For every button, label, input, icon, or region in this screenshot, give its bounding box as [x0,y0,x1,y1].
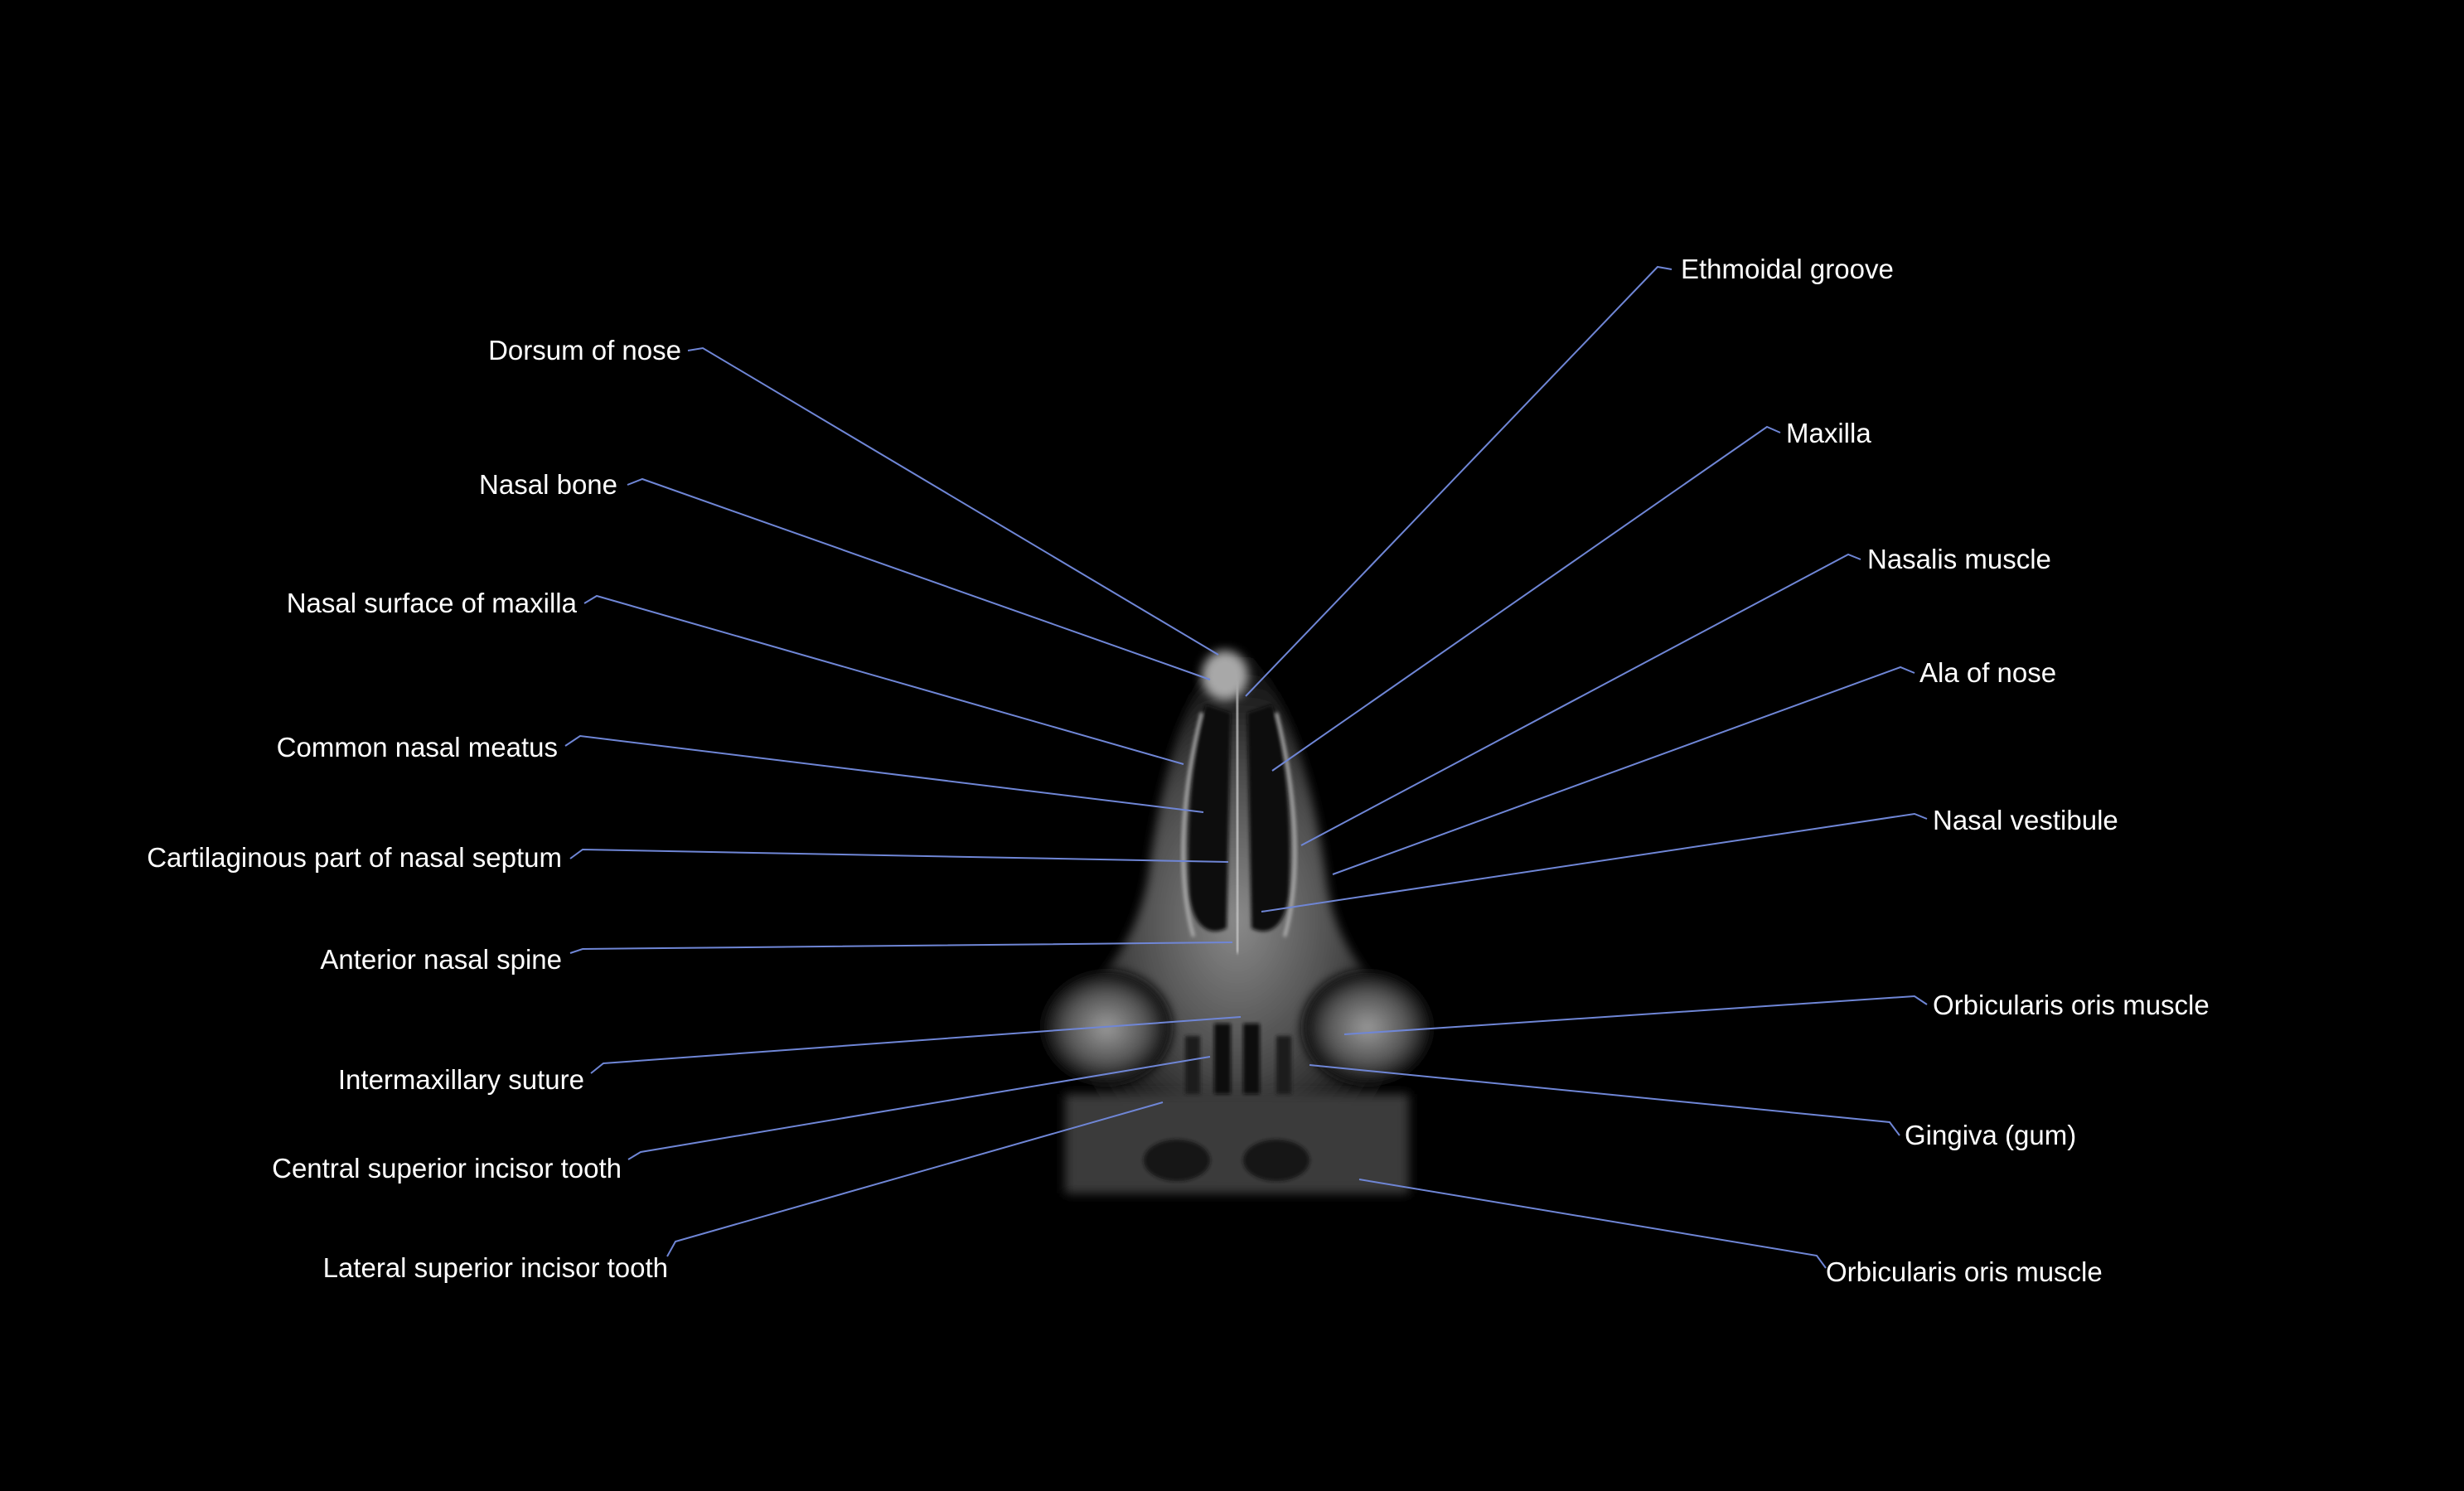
mri-scan-image [1040,646,1434,1193]
label-lateral-superior-incisor-tooth: Lateral superior incisor tooth [322,1252,668,1283]
label-cartilaginous-part-of-nasal-septum: Cartilaginous part of nasal septum [147,842,562,873]
leader-lines-left [564,346,1242,1257]
label-nasalis-muscle: Nasalis muscle [1867,544,2051,574]
leader-nasal-bone [627,477,1211,680]
label-central-superior-incisor-tooth: Central superior incisor tooth [272,1153,622,1184]
leader-maxilla [1271,425,1781,772]
leader-lines-right [1245,265,1928,1269]
leader-nasal-surface-of-maxilla [583,594,1184,765]
label-nasal-vestibule: Nasal vestibule [1933,805,2118,835]
label-nasal-surface-of-maxilla: Nasal surface of maxilla [286,588,577,618]
leader-lateral-incisor [666,1101,1164,1257]
leader-central-incisor [627,1056,1211,1160]
leader-dorsum-of-nose [687,346,1219,656]
label-orbicularis-oris-muscle-lower: Orbicularis oris muscle [1826,1256,2103,1287]
leader-anterior-nasal-spine [569,942,1233,954]
leader-cartilaginous-septum [569,848,1229,863]
leader-nasalis-muscle [1300,553,1861,846]
label-gingiva: Gingiva (gum) [1905,1120,2077,1150]
label-nasal-bone: Nasal bone [479,469,617,500]
label-maxilla: Maxilla [1786,418,1871,448]
label-dorsum-of-nose: Dorsum of nose [488,335,681,365]
label-orbicularis-oris-muscle-upper: Orbicularis oris muscle [1933,990,2210,1020]
leader-gingiva [1309,1064,1900,1136]
leader-intermaxillary-suture [590,1016,1242,1074]
leader-orbicularis-oris-lower [1358,1179,1827,1269]
label-common-nasal-meatus: Common nasal meatus [276,732,558,762]
leader-ethmoidal-groove [1245,265,1673,697]
label-anterior-nasal-spine: Anterior nasal spine [320,944,562,975]
leader-common-nasal-meatus [564,734,1204,813]
label-intermaxillary-suture: Intermaxillary suture [337,1064,584,1095]
label-ethmoidal-groove: Ethmoidal groove [1681,254,1894,284]
label-ala-of-nose: Ala of nose [1919,657,2057,688]
leader-orbicularis-oris-upper [1343,995,1928,1035]
leader-ala-of-nose [1332,666,1915,875]
leader-nasal-vestibule [1261,812,1928,913]
